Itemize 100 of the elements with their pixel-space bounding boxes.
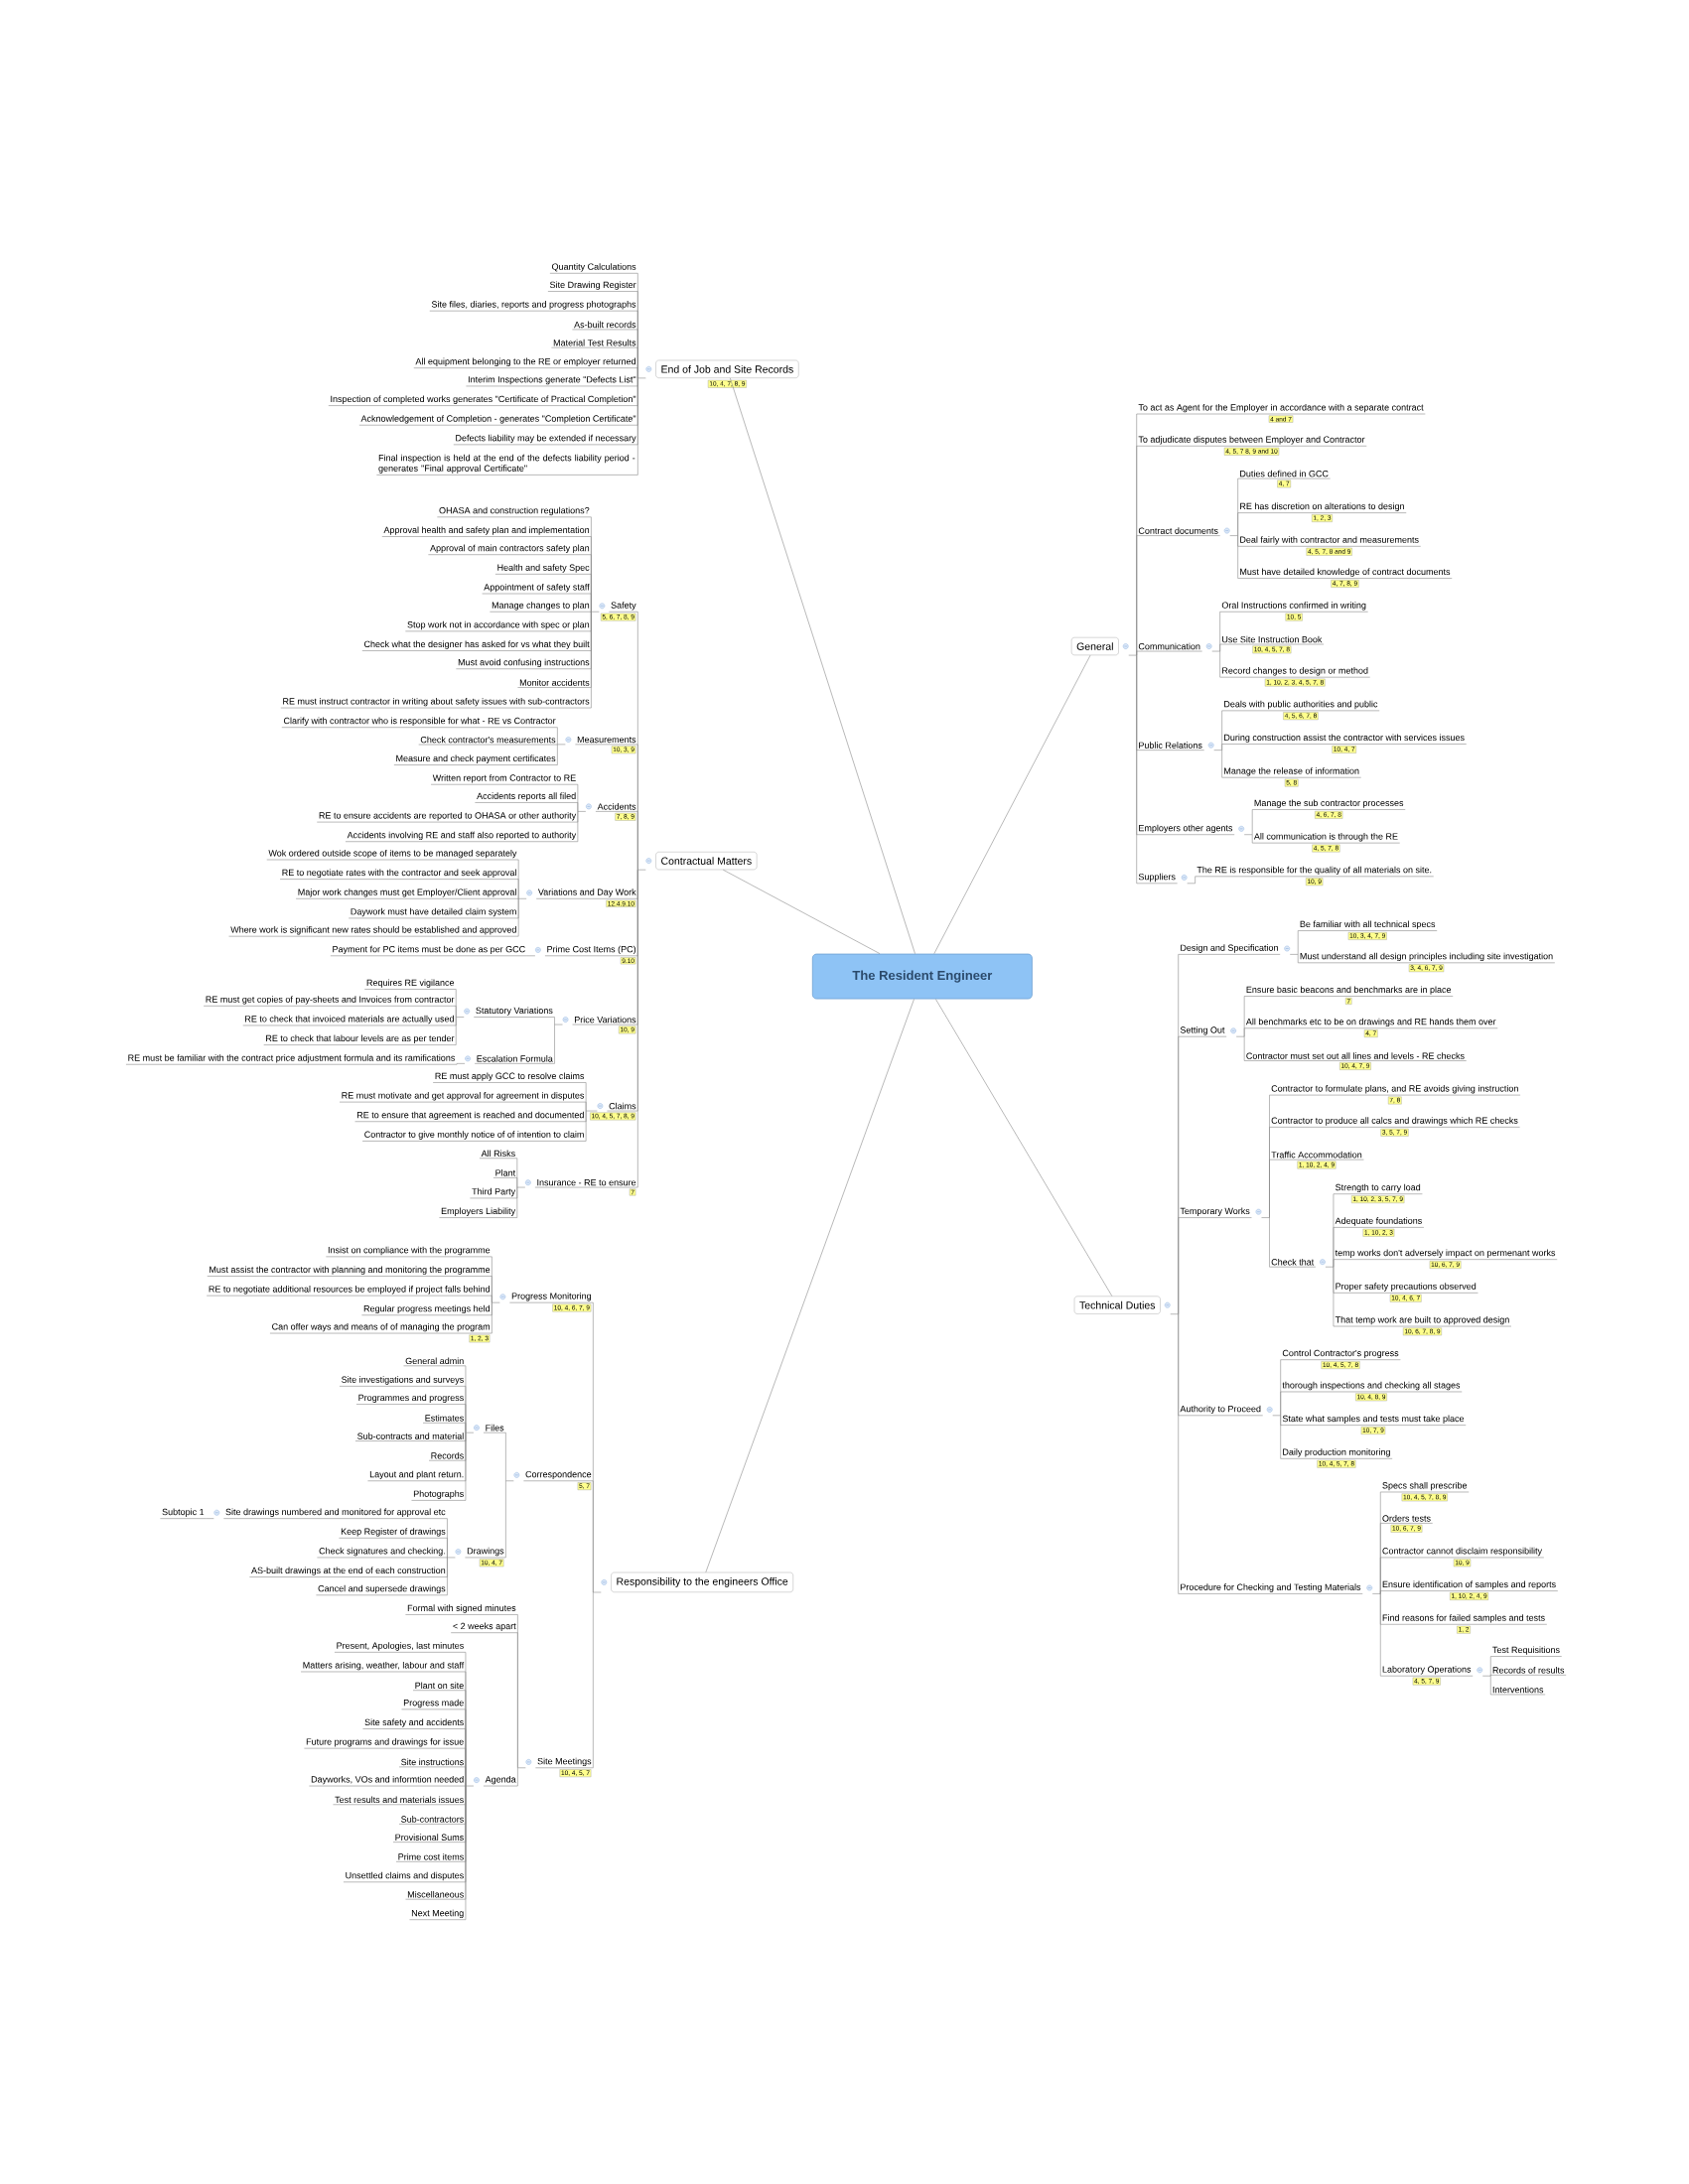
topic-text: Must understand all design principles including site investigation (1298, 952, 1556, 964)
branch-line (723, 869, 881, 954)
topic-text: Statutory Variations (474, 1007, 556, 1018)
topic-text: Plant on site (412, 1682, 467, 1692)
topic-text: Must avoid confusing instructions (456, 658, 592, 670)
topic-text: Contractor to formulate plans, and RE avoids giving instruction (1269, 1085, 1521, 1096)
connector-line (1372, 1491, 1381, 1677)
topic-text: Dayworks, VOs and informtion needed (309, 1775, 467, 1787)
topic-text: To adjudicate disputes between Employer and Contractor (1136, 436, 1367, 447)
topic-text: Wok ordered outside scope of items to be managed separately (266, 849, 519, 861)
topic-text: Estimates (422, 1415, 467, 1424)
topic-text: Site files, diaries, reports and progress photographs (429, 301, 638, 312)
topic-text: Approval health and safety plan and implementation (381, 526, 592, 537)
topic-text: Check what the designer has asked for vs what they built (361, 640, 592, 651)
branch-box: General (1071, 636, 1119, 656)
topic-text: Site Meetings (535, 1757, 594, 1769)
central-topic-box: The Resident Engineer (812, 953, 1033, 1000)
topic-text: Be familiar with all technical specs (1298, 920, 1438, 931)
topic-text: As-built records (572, 321, 638, 331)
topic-text: OHASA and construction regulations? (437, 506, 592, 518)
topic-text: Major work changes must get Employer/Client approval (296, 888, 519, 899)
connector-line (557, 727, 566, 765)
topic-text: Written report from Contractor to RE (431, 774, 579, 785)
topic-text: Proper safety precautions observed (1333, 1283, 1478, 1294)
topic-text: Accidents (595, 803, 638, 812)
topic-text: Ensure identification of samples and reports (1380, 1580, 1559, 1591)
branch-line (933, 654, 1091, 954)
connector-line (637, 611, 646, 1188)
topic-text: Orders tests (1380, 1515, 1434, 1524)
topic-text: Final inspection is held at the end of the defects liability period - generates "Final approval Certificate" (376, 454, 638, 476)
connector-line (1236, 996, 1245, 1061)
topic-text: Prime Cost Items (PC) (544, 945, 638, 957)
topic-text: Contractor to produce all calcs and drawings which RE checks (1269, 1117, 1521, 1128)
topic-text: Where work is significant new rates should be established and approved (228, 926, 519, 937)
topic-text: State what samples and tests must take place (1280, 1415, 1467, 1426)
topic-text: Future programs and drawings for issue (304, 1738, 467, 1749)
topic-text: Accidents involving RE and staff also reported to authority (345, 831, 579, 843)
topic-text: Approval of main contractors safety plan (428, 544, 592, 555)
connector-line (492, 1256, 500, 1334)
topic-text: General admin (403, 1357, 467, 1367)
branch-box: Contractual Matters (655, 852, 758, 871)
connector-line (206, 1518, 214, 1519)
topic-text: Unsettled claims and disputes (343, 1871, 467, 1883)
topic-text: Next Meeting (409, 1909, 467, 1921)
topic-text: Safety (609, 602, 638, 613)
connector-line (457, 1063, 466, 1065)
connector-line (1213, 710, 1223, 778)
topic-text: Test results and materials issues (333, 1796, 467, 1806)
topic-text: RE must be familiar with the contract price adjustment formula and its ramifications (125, 1054, 458, 1065)
topic-text: Subtopic 1 (160, 1508, 207, 1519)
topic-text: That temp work are built to approved design (1333, 1315, 1512, 1327)
connector-line (456, 989, 465, 1045)
topic-text: Price Variations (572, 1016, 638, 1025)
topic-text: AS-built drawings at the end of each construction (249, 1567, 448, 1577)
connector-line (465, 1365, 475, 1501)
connector-line (637, 273, 646, 476)
topic-text: Find reasons for failed samples and tests (1380, 1614, 1548, 1625)
topic-text: During construction assist the contractor with services issues (1221, 734, 1468, 745)
topic-text: Accidents reports all filed (475, 792, 579, 803)
topic-text: Deals with public authorities and public (1221, 700, 1380, 712)
topic-text: Files (483, 1424, 506, 1433)
topic-text: Employers Liability (439, 1207, 518, 1218)
topic-text: Use Site Instruction Book (1219, 635, 1325, 645)
connector-line (1244, 809, 1253, 844)
topic-text: Site safety and accidents (362, 1718, 467, 1729)
topic-text: thorough inspections and checking all stages (1280, 1381, 1463, 1393)
topic-text: Setting Out (1178, 1026, 1227, 1037)
connector-line (1290, 930, 1299, 964)
connector-line (1229, 478, 1239, 579)
topic-text: RE must motivate and get approval for agreement in disputes (339, 1092, 587, 1103)
topic-text: RE has discretion on alterations to design (1237, 502, 1407, 513)
topic-text: All communication is through the RE (1252, 833, 1401, 844)
topic-text: The RE is responsible for the quality of all materials on site. (1195, 866, 1435, 878)
topic-text: All Risks (479, 1150, 518, 1160)
connector-line (593, 1301, 602, 1769)
topic-text: Procedure for Checking and Testing Materials (1178, 1583, 1363, 1594)
topic-text: Interventions (1490, 1686, 1546, 1696)
connector-line (1211, 611, 1221, 678)
topic-text: Test Requisitions (1490, 1646, 1563, 1657)
topic-text: Authority to Proceed (1178, 1405, 1264, 1417)
topic-text: Miscellaneous (405, 1890, 467, 1900)
topic-text: Monitor accidents (517, 679, 592, 688)
topic-text: Check that (1269, 1258, 1317, 1268)
topic-text: Records (428, 1451, 467, 1461)
branch-box: Technical Duties (1074, 1296, 1161, 1314)
topic-text: Communication (1136, 642, 1203, 652)
topic-text: Insist on compliance with the programme (326, 1246, 493, 1258)
topic-text: temp works don't adversely impact on permenant works (1333, 1249, 1558, 1260)
topic-text: Site instructions (398, 1758, 467, 1768)
topic-text: Control Contractor's progress (1280, 1349, 1401, 1360)
topic-text: Present, Apologies, last minutes (334, 1642, 467, 1653)
topic-text: Can offer ways and means of of managing the program (269, 1322, 493, 1334)
topic-text: RE must get copies of pay-sheets and Invoices from contractor (204, 996, 457, 1007)
topic-text: Daywork must have detailed claim system (349, 907, 519, 919)
topic-text: Suppliers (1136, 873, 1179, 885)
branch-box: Responsibility to the engineers Office (611, 1571, 794, 1592)
connector-line (1170, 954, 1180, 1594)
topic-text: Ensure basic beacons and benchmarks are in place (1244, 986, 1454, 997)
connector-line (1482, 1656, 1491, 1696)
topic-text: Insurance - RE to ensure (534, 1179, 638, 1188)
